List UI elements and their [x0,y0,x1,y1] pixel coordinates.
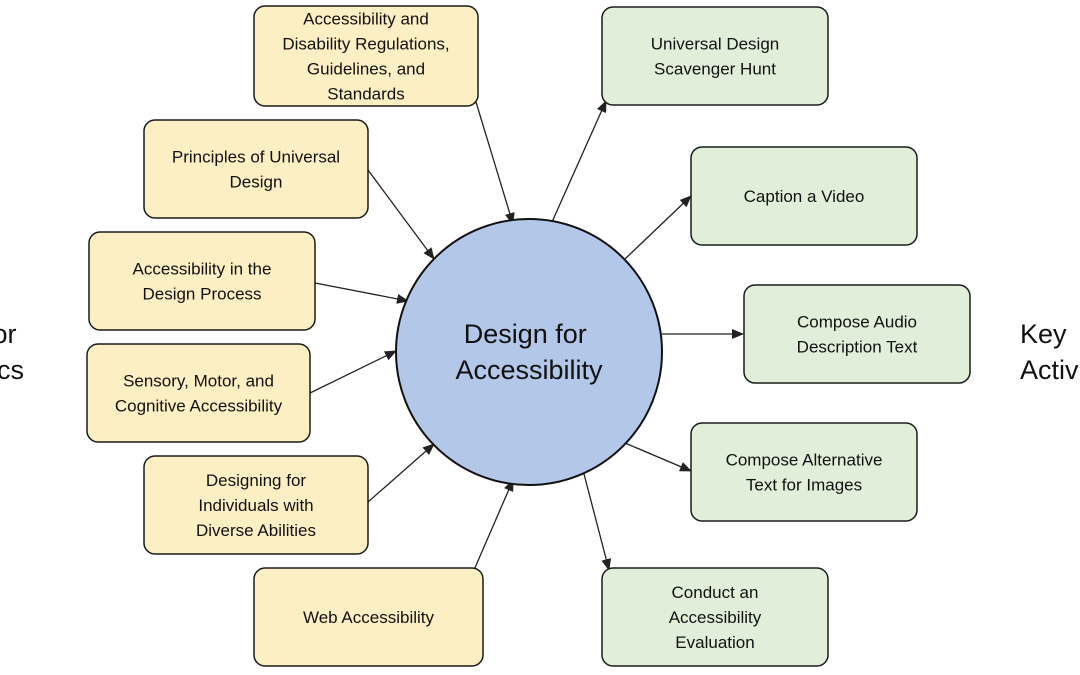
topic-label-line: Standards [327,85,405,104]
activity-label-line: Accessibility [669,608,762,627]
topic-label-line: Principles of Universal [172,148,340,167]
activity-label-line: Conduct an [672,583,759,602]
topic-box [253,5,479,107]
topic-box [143,119,369,219]
activity-label: Caption a Video [744,187,865,206]
arrow-regulations [475,101,515,225]
activity-caption-video: Caption a Video [690,146,918,246]
right-side-label-line: Key [1020,319,1067,349]
topic-label-line: Design [230,173,283,192]
arrow-scavenger-hunt [551,100,607,223]
left-side-label-line: or [0,319,16,349]
left-side-label-line: ics [0,355,24,385]
topic-box [86,343,311,443]
activity-label-line: Compose Audio [797,313,917,332]
outgoing-arrows [551,100,744,571]
activity-box [690,422,918,522]
right-side-label: Key Activ [1020,319,1079,385]
center-title: Design for Accessibility [455,319,603,385]
incoming-arrows [309,101,515,571]
topic-box [143,455,369,555]
topic-label-line: Cognitive Accessibility [115,397,283,416]
topic-label-line: Accessibility in the [133,260,272,279]
activity-box [601,567,829,667]
arrow-sensory-motor-cognitive [309,350,397,394]
arrow-universal-design [367,169,435,260]
arrow-caption-video [624,195,692,260]
activity-box [601,6,829,106]
activity-label-line: Universal Design [651,35,780,54]
topic-label-line: Design Process [142,285,261,304]
topic-box [88,231,316,331]
activity-label-line: Compose Alternative [726,451,883,470]
topic-label-line: Web Accessibility [303,608,435,627]
arrow-alt-text [624,442,692,472]
arrow-web-accessibility [473,479,514,571]
left-side-label: or ics [0,319,24,385]
activity-label-line: Scavenger Hunt [654,60,776,79]
topic-label-line: Disability Regulations, [282,35,449,54]
activity-label-line: Text for Images [746,476,862,495]
topic-label-line: Accessibility and [303,10,429,29]
activity-box [743,284,971,384]
activity-label-line: Caption a Video [744,187,865,206]
activity-label-line: Evaluation [675,633,754,652]
topic-label-line: Designing for [206,471,307,490]
activity-box [690,146,918,246]
center-circle [395,218,663,486]
topic-box [253,567,484,667]
arrow-accessibility-evaluation [583,473,612,571]
arrow-diverse-abilities [367,443,435,503]
arrow-design-process [314,282,409,304]
topic-label-line: Sensory, Motor, and [123,372,274,391]
topic-label-line: Diverse Abilities [196,521,316,540]
center-title-line: Accessibility [455,355,603,385]
center-node: Design for Accessibility [395,218,663,486]
right-side-label-line: Activ [1020,355,1079,385]
center-title-line: Design for [464,319,587,349]
topic-web-accessibility: Web Accessibility [253,567,484,667]
activity-label-line: Description Text [797,338,918,357]
topic-label-line: Individuals with [198,496,313,515]
topic-label: Web Accessibility [303,608,435,627]
topic-label-line: Guidelines, and [307,60,425,79]
